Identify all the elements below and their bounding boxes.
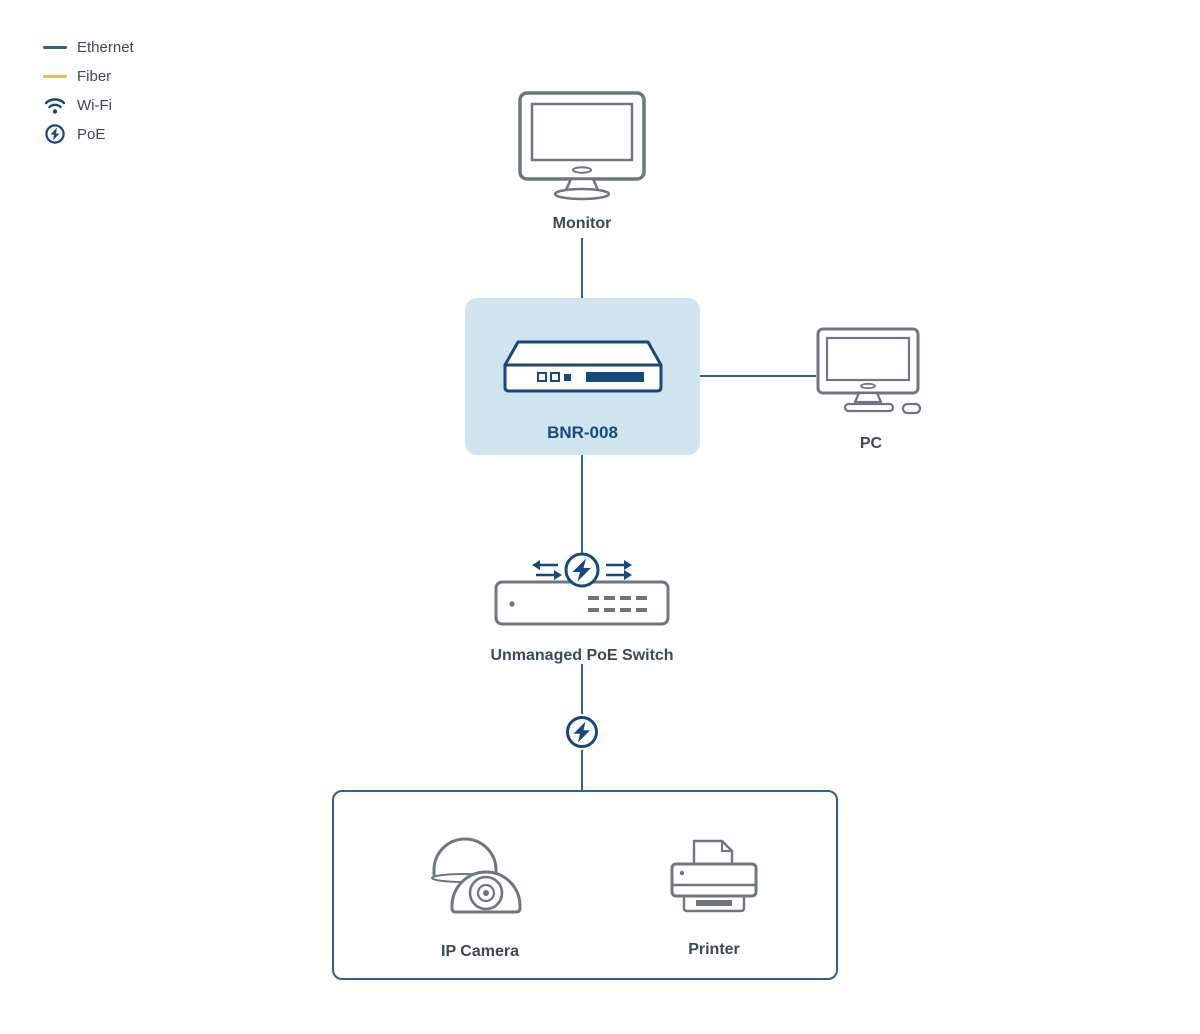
ethernet-line-nvr-pc xyxy=(700,375,816,377)
ip-camera-icon xyxy=(420,828,540,937)
poe-switch-label: Unmanaged PoE Switch xyxy=(490,647,674,664)
printer-icon xyxy=(666,838,762,925)
monitor-icon xyxy=(517,90,647,207)
legend: Ethernet Fiber Wi-Fi xyxy=(42,36,134,145)
printer-label: Printer xyxy=(688,941,740,958)
legend-label-wifi: Wi-Fi xyxy=(77,96,112,114)
ethernet-line-swatch xyxy=(42,45,68,49)
poe-icon xyxy=(42,124,68,144)
ethernet-line-nvr-switch xyxy=(581,455,583,554)
wifi-icon xyxy=(42,96,68,115)
pc-icon xyxy=(815,326,927,427)
printer-node: Printer xyxy=(666,838,762,959)
ip-camera-node: IP Camera xyxy=(420,828,540,961)
nvr-panel: BNR-008 xyxy=(465,298,700,455)
pc-label: PC xyxy=(859,435,883,452)
legend-item-ethernet: Ethernet xyxy=(42,36,134,58)
ip-camera-label: IP Camera xyxy=(441,943,519,960)
legend-item-wifi: Wi-Fi xyxy=(42,94,134,116)
pc-node: PC xyxy=(815,326,927,453)
device-group: IP Camera Printer xyxy=(332,790,838,980)
monitor-node: Monitor xyxy=(517,90,647,233)
poe-switch-node: Unmanaged PoE Switch xyxy=(490,552,674,665)
legend-item-poe: PoE xyxy=(42,123,134,145)
legend-label-fiber: Fiber xyxy=(77,67,112,85)
ethernet-line-monitor-nvr xyxy=(581,238,583,298)
poe-injector-icon xyxy=(564,714,600,750)
legend-item-fiber: Fiber xyxy=(42,65,134,87)
nvr-label: BNR-008 xyxy=(547,423,618,442)
monitor-label: Monitor xyxy=(552,215,612,232)
nvr-device-icon xyxy=(498,338,668,401)
legend-label-ethernet: Ethernet xyxy=(77,38,134,56)
poe-switch-icon xyxy=(492,552,672,635)
legend-label-poe: PoE xyxy=(77,125,106,143)
fiber-line-swatch xyxy=(42,74,68,78)
